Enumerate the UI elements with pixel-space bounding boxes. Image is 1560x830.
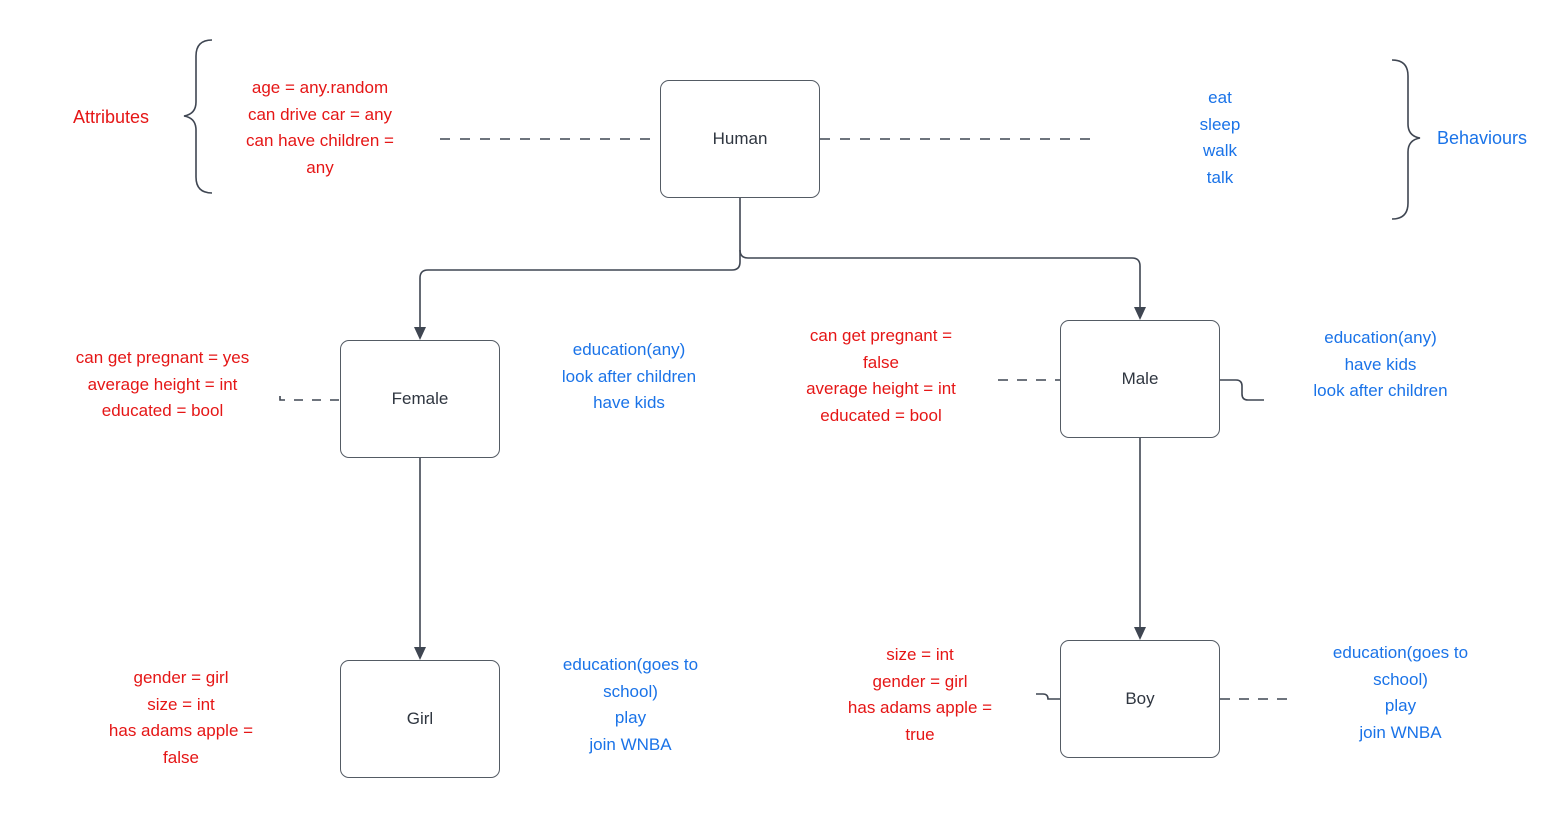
node-girl-label: Girl <box>406 709 434 728</box>
connector-human-female <box>419 261 741 328</box>
arrowhead-boy <box>1134 627 1146 640</box>
node-girl: Girl <box>340 660 500 778</box>
node-boy-label: Boy <box>1125 689 1155 708</box>
step-link-male-behaviours <box>1220 379 1264 401</box>
behaviours-label: Behaviours <box>1437 128 1528 148</box>
step-link-boy-attributes <box>1036 693 1060 700</box>
node-male: Male <box>1060 320 1220 438</box>
attributes-brace-icon <box>183 39 213 194</box>
arrowhead-male <box>1134 307 1146 320</box>
node-human: Human <box>660 80 820 198</box>
node-human-label: Human <box>712 129 768 148</box>
node-female-label: Female <box>391 389 449 408</box>
node-male-label: Male <box>1121 369 1159 388</box>
arrowhead-female <box>414 327 426 340</box>
arrowhead-girl <box>414 647 426 660</box>
connector-human-male <box>739 249 1141 308</box>
behaviours-brace-icon <box>1391 59 1421 220</box>
node-boy: Boy <box>1060 640 1220 758</box>
dashed-link-female-attributes <box>279 396 340 401</box>
node-female: Female <box>340 340 500 458</box>
attributes-label: Attributes <box>73 107 150 127</box>
